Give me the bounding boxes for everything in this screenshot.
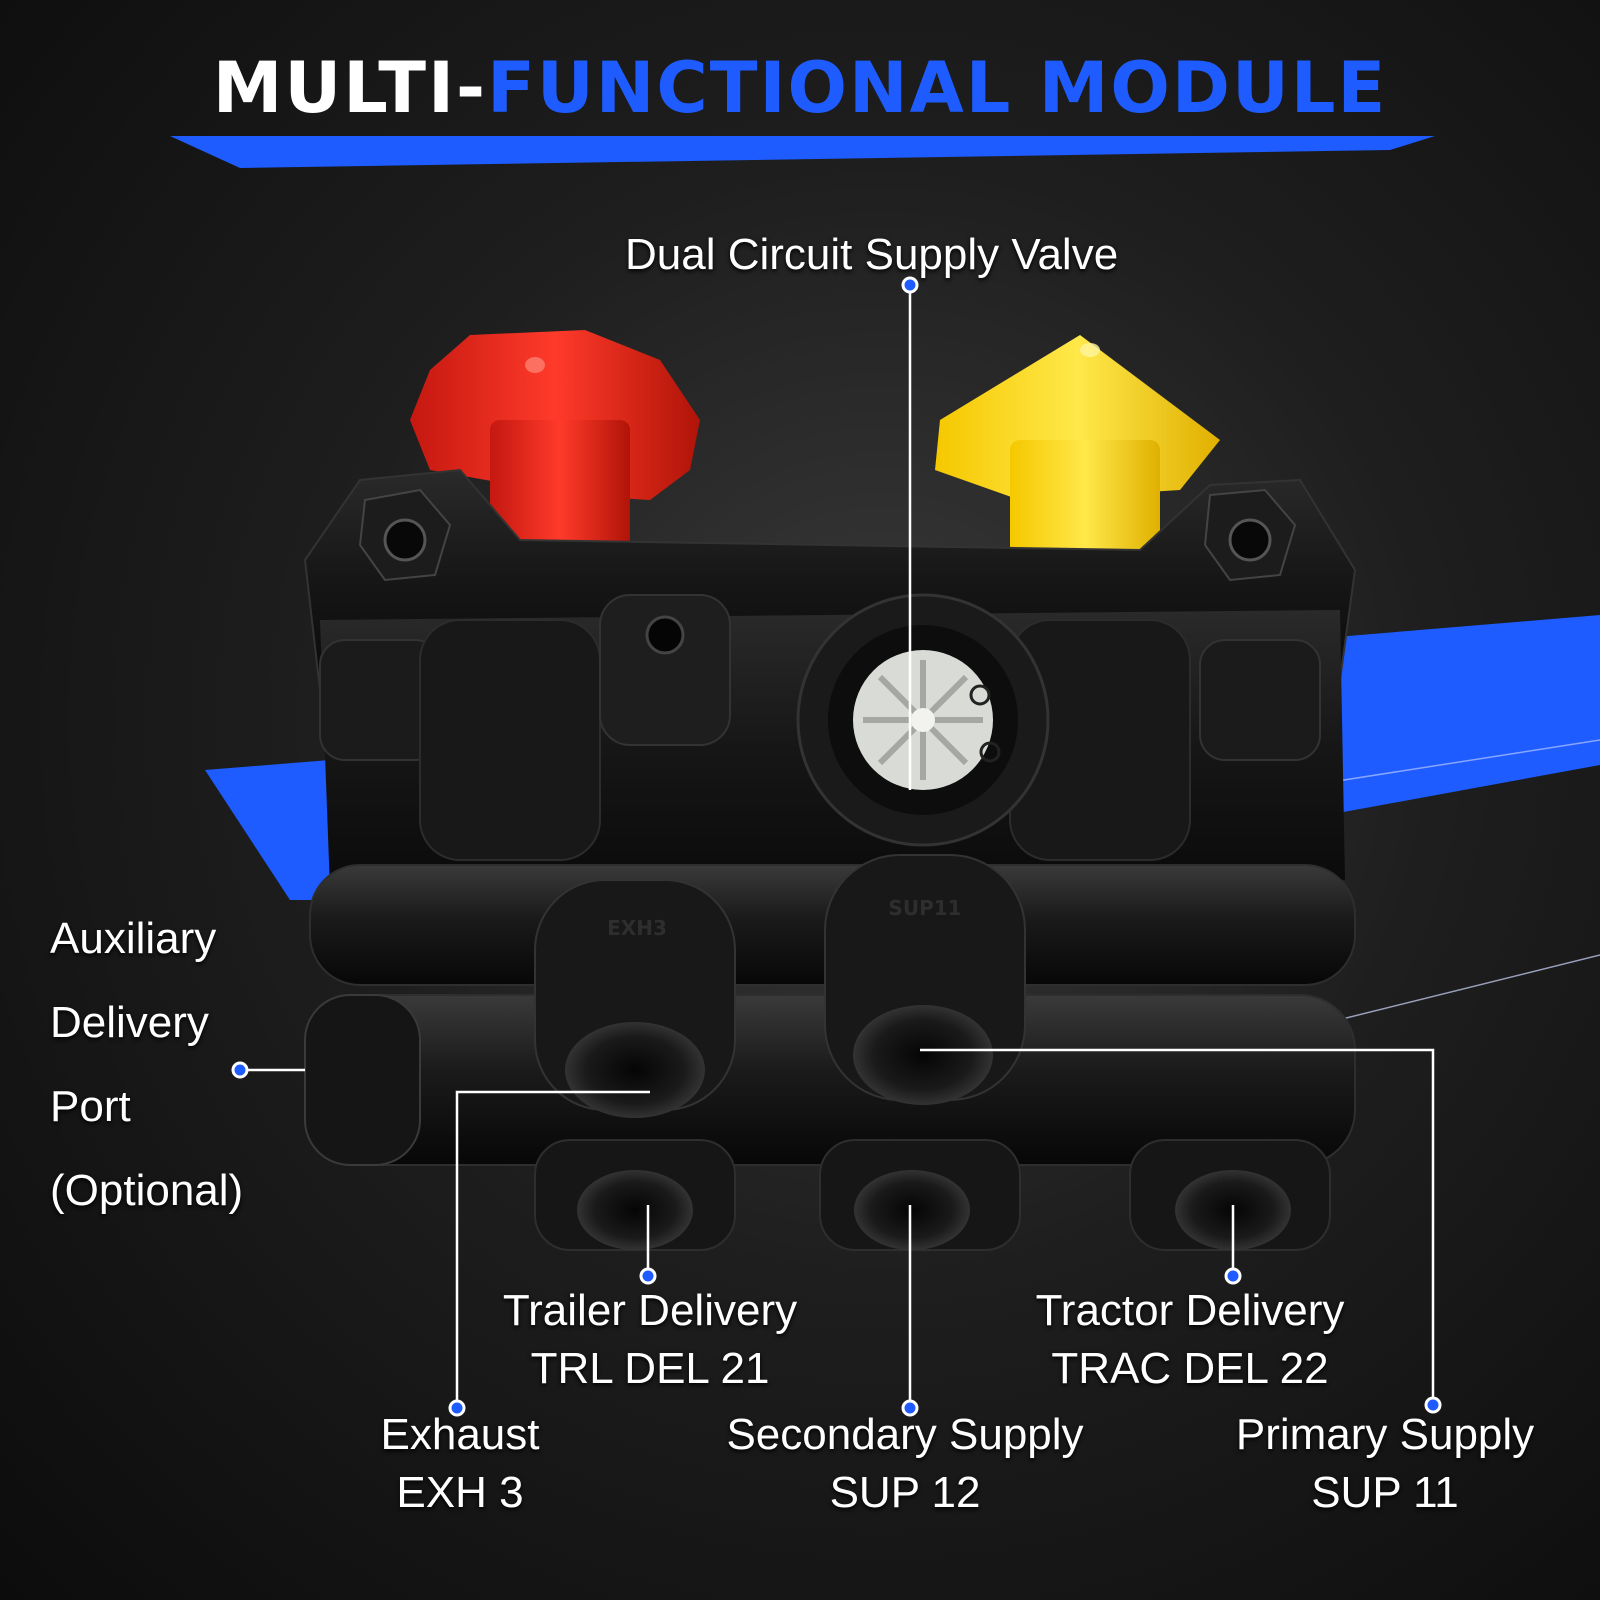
dual-circuit-supply-valve bbox=[796, 593, 1050, 847]
label-aux-line-2: Delivery bbox=[50, 998, 209, 1047]
label-exhaust: Exhaust EXH 3 bbox=[340, 1406, 580, 1522]
callout-dot bbox=[1224, 1267, 1242, 1285]
port-tractor-delivery bbox=[1129, 1139, 1331, 1251]
label-dual-circuit-supply-valve: Dual Circuit Supply Valve bbox=[625, 230, 1119, 279]
sup-marking: SUP11 bbox=[888, 896, 961, 920]
label-tractor-delivery: Tractor Delivery TRAC DEL 22 bbox=[990, 1282, 1390, 1398]
bolt-icon bbox=[1203, 488, 1297, 582]
label-aux-line-3: Port bbox=[50, 1082, 131, 1131]
callout-dot bbox=[639, 1267, 657, 1285]
exh-marking: EXH3 bbox=[607, 916, 667, 940]
red-cap-icon bbox=[410, 330, 700, 560]
label-trailer-delivery: Trailer Delivery TRL DEL 21 bbox=[460, 1282, 840, 1398]
label-auxiliary-delivery-port: Auxiliary Delivery Port (Optional) bbox=[50, 910, 243, 1246]
port-secondary-supply bbox=[819, 1139, 1021, 1251]
callout-dot bbox=[448, 1399, 466, 1417]
port-primary-supply: SUP11 bbox=[824, 854, 1026, 1105]
label-secondary-line-2: SUP 12 bbox=[829, 1468, 981, 1517]
bolt-icon bbox=[358, 488, 452, 582]
callout-lines bbox=[240, 285, 1435, 1408]
title-part-2: FUNCTIONAL bbox=[487, 47, 1013, 129]
accent-stripe bbox=[1300, 615, 1600, 820]
callout-dot bbox=[901, 276, 919, 294]
label-trailer-line-1: Trailer Delivery bbox=[502, 1286, 798, 1335]
callout-dot bbox=[1424, 1396, 1442, 1414]
label-primary-line-1: Primary Supply bbox=[1235, 1410, 1535, 1459]
callout-dot bbox=[231, 1061, 249, 1079]
label-secondary-line-1: Secondary Supply bbox=[726, 1410, 1084, 1459]
label-secondary-supply: Secondary Supply SUP 12 bbox=[690, 1406, 1120, 1522]
label-tractor-line-2: TRAC DEL 22 bbox=[1051, 1344, 1329, 1393]
label-primary-supply: Primary Supply SUP 11 bbox=[1195, 1406, 1575, 1522]
accent-stripe bbox=[205, 760, 330, 900]
title-underline bbox=[170, 136, 1435, 168]
label-aux-line-4: (Optional) bbox=[50, 1166, 244, 1215]
label-tractor-line-1: Tractor Delivery bbox=[1035, 1286, 1345, 1335]
port-trailer-delivery bbox=[534, 1139, 736, 1251]
title-part-3: MODULE bbox=[1038, 47, 1388, 129]
callout-dot bbox=[901, 1399, 919, 1417]
label-primary-line-2: SUP 11 bbox=[1311, 1468, 1459, 1517]
yellow-cap-icon bbox=[935, 335, 1220, 560]
label-aux-line-1: Auxiliary bbox=[50, 914, 217, 963]
label-exhaust-line-2: EXH 3 bbox=[396, 1468, 524, 1517]
page-title: MULTI-FUNCTIONAL MODULE bbox=[0, 48, 1600, 128]
title-part-1: MULTI- bbox=[212, 47, 488, 129]
label-exhaust-line-1: Exhaust bbox=[380, 1410, 540, 1459]
port-exhaust: EXH3 bbox=[534, 879, 736, 1118]
label-trailer-line-2: TRL DEL 21 bbox=[530, 1344, 770, 1393]
